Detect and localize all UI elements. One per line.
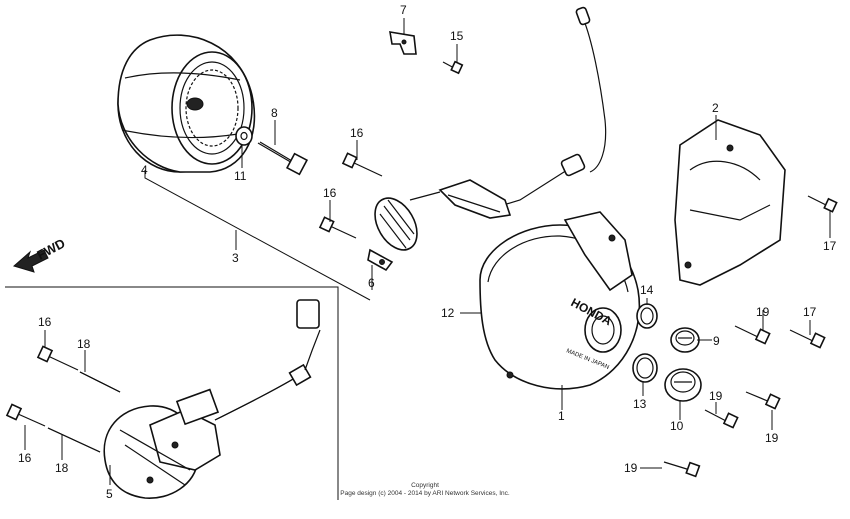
bolt-8 <box>257 141 309 176</box>
bolt-19-b <box>745 391 781 410</box>
spacer-18-inset-a <box>79 371 121 393</box>
leader-lines <box>24 18 831 485</box>
callout-17-lower: 17 <box>803 305 817 319</box>
timing-hole-cap-9 <box>670 327 700 353</box>
flywheel-rotor <box>117 34 256 173</box>
callout-16-upper: 16 <box>350 126 364 140</box>
callout-2: 2 <box>712 101 719 115</box>
callout-8: 8 <box>271 106 278 120</box>
bolt-16-upper <box>341 152 383 177</box>
callout-19-d: 19 <box>624 461 638 475</box>
bolt-19-a <box>734 325 771 345</box>
o-ring-13 <box>632 353 658 383</box>
callout-18-inset-b: 18 <box>55 461 69 475</box>
callout-19-a: 19 <box>756 305 770 319</box>
callout-3: 3 <box>232 251 239 265</box>
callout-5: 5 <box>106 487 113 501</box>
bolt-19-d <box>663 461 701 478</box>
bolt-17-lower <box>789 329 826 349</box>
spacer-18-inset-b <box>47 427 101 453</box>
callout-12: 12 <box>441 306 455 320</box>
callout-9: 9 <box>713 334 720 348</box>
bolt-16-inset-a <box>36 345 79 371</box>
callout-13: 13 <box>633 397 647 411</box>
fwd-label: FWD <box>34 236 67 263</box>
callout-19-b: 19 <box>765 431 779 445</box>
callout-16-inset-b: 16 <box>18 451 32 465</box>
callout-16-inset-a: 16 <box>38 315 52 329</box>
bolt-16-lower <box>318 216 357 239</box>
o-ring-14 <box>636 303 658 329</box>
callout-6: 6 <box>368 276 375 290</box>
callout-labels: 7 15 8 11 4 16 16 3 6 2 17 12 14 19 17 9… <box>18 3 837 501</box>
callout-11: 11 <box>234 169 247 183</box>
callout-10: 10 <box>670 419 684 433</box>
pulse-generator-6 <box>367 6 607 272</box>
copyright-line-1: Copyright <box>411 482 439 489</box>
callout-16-lower: 16 <box>323 186 337 200</box>
copyright-notice: Copyright Page design (c) 2004 - 2014 by… <box>340 482 510 497</box>
inset-frame <box>5 286 339 500</box>
callout-7: 7 <box>400 3 407 17</box>
callout-1: 1 <box>558 409 565 423</box>
callout-19-c: 19 <box>709 389 723 403</box>
crankshaft-hole-cap-10 <box>664 368 702 402</box>
bolt-17-upper <box>807 195 838 213</box>
bolt-16-inset-b <box>5 403 46 427</box>
copyright-line-2: Page design (c) 2004 - 2014 by ARI Netwo… <box>340 490 510 497</box>
washer-11 <box>235 126 253 146</box>
callout-4: 4 <box>141 163 148 177</box>
fwd-direction-indicator: FWD <box>12 236 68 273</box>
bolt-15 <box>442 60 464 75</box>
sprocket-cover-2 <box>674 119 786 286</box>
left-crankcase-cover-1: HONDA MADE IN JAPAN <box>479 211 641 390</box>
bolt-19-c <box>704 409 739 429</box>
clamp-7 <box>389 31 417 55</box>
callout-18-inset-a: 18 <box>77 337 91 351</box>
callout-17-upper: 17 <box>823 239 837 253</box>
callout-15: 15 <box>450 29 464 43</box>
callout-14: 14 <box>640 283 654 297</box>
stator-5 <box>103 299 321 499</box>
